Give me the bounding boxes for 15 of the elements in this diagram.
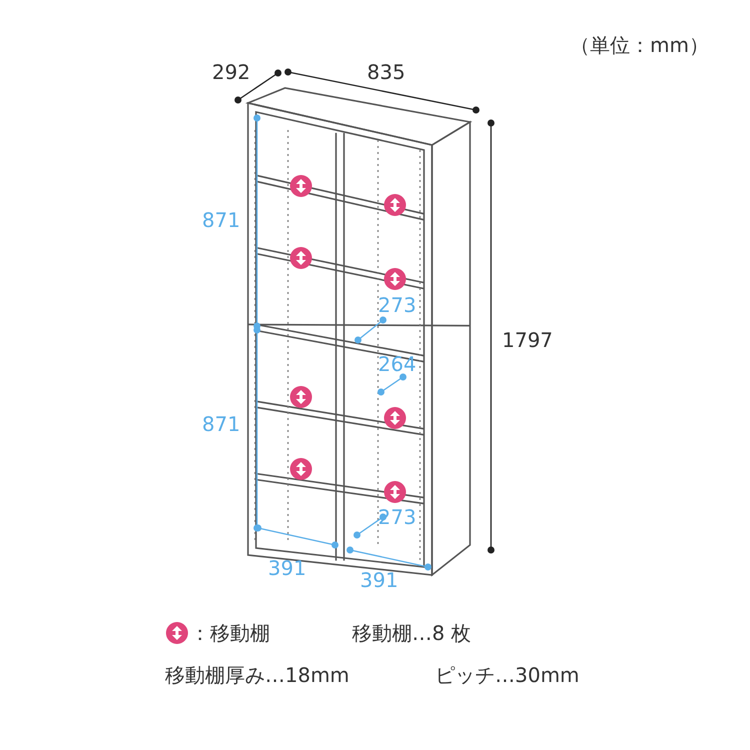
dimension-label: 273 [378,293,416,317]
dimension-label: 1797 [502,328,553,352]
spec-note: 移動棚厚み…18mm [165,662,350,689]
dimension-label: 264 [378,352,416,376]
dimension-label: 835 [367,60,406,84]
dimension-label: 871 [202,412,240,436]
unit-note: （単位：mm） [570,32,709,59]
spec-note: ピッチ…30mm [435,662,580,689]
spec-note: 移動棚…8 枚 [352,620,472,647]
legend-text: ：移動棚 [190,620,270,647]
dimension-label: 273 [378,505,416,529]
dimension-label: 391 [360,568,398,592]
dimension-label: 871 [202,208,240,232]
dimension-label: 292 [212,60,250,84]
dimension-label: 391 [268,556,306,580]
